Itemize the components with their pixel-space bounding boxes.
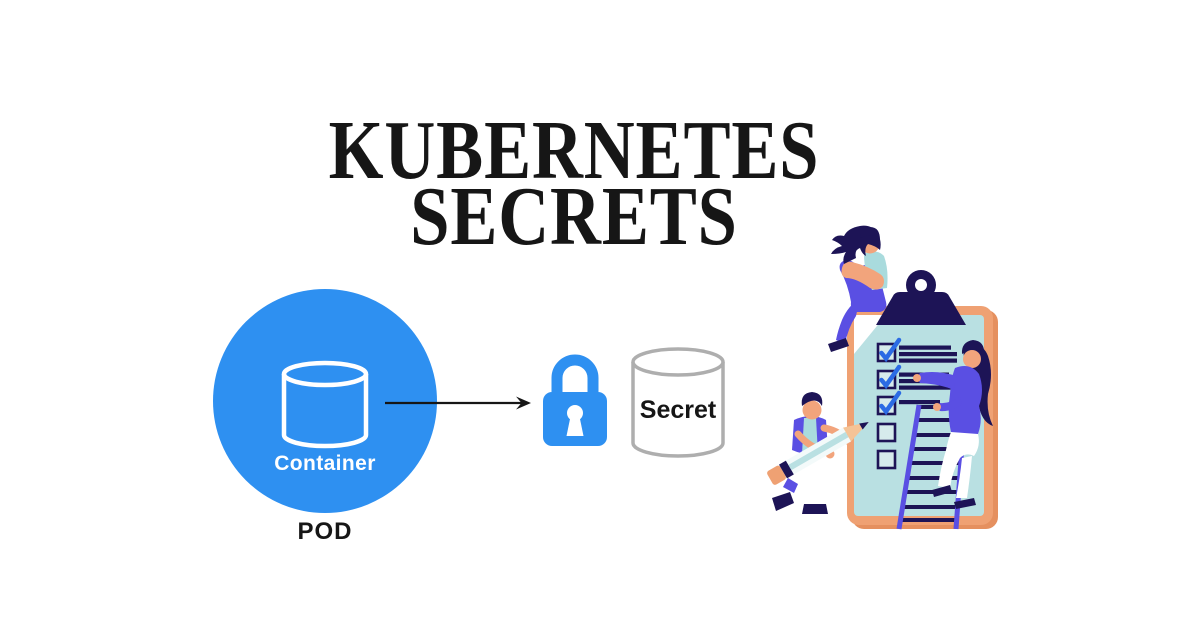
container-label: Container: [274, 452, 376, 475]
shoe-icon: [932, 485, 952, 497]
list-line: [899, 385, 954, 390]
list-line: [899, 400, 940, 405]
checkmark-icon: [879, 364, 902, 390]
checklist-item: [876, 449, 897, 470]
pod-circle: Container: [213, 289, 437, 513]
people-checklist-illustration: [767, 225, 998, 530]
pod-label: POD: [297, 518, 353, 545]
padlock-icon: [543, 354, 607, 446]
checklist-item: [876, 422, 897, 443]
checkmark-icon: [879, 390, 902, 416]
list-line: [899, 358, 957, 363]
secret-node: Secret: [628, 344, 728, 462]
ladder-woman: [913, 340, 993, 509]
checklist-item: [876, 337, 957, 363]
arrow-right-icon: [385, 396, 531, 410]
checkbox-icon: [876, 422, 897, 443]
checkbox-icon: [876, 449, 897, 470]
checklist-item: [876, 390, 940, 416]
shoe-icon: [802, 504, 828, 514]
shoe-icon: [772, 492, 794, 511]
shoe-icon: [954, 498, 976, 509]
secret-label: Secret: [639, 396, 717, 424]
title-line-2: SECRETS: [410, 170, 738, 263]
list-line: [899, 352, 957, 357]
page-title: KUBERNETES SECRETS: [0, 104, 1148, 263]
shoe-icon: [828, 338, 849, 352]
checkmark-icon: [879, 337, 902, 363]
hair: [801, 392, 823, 406]
clipboard-clip: [876, 270, 966, 325]
title-line-1: KUBERNETES: [328, 104, 820, 197]
pencil-icon: [767, 422, 869, 485]
list-line: [899, 345, 951, 350]
secret-database-cylinder-icon: [631, 347, 725, 458]
sitting-woman: [828, 225, 888, 352]
container-database-cylinder-icon: [281, 360, 369, 449]
